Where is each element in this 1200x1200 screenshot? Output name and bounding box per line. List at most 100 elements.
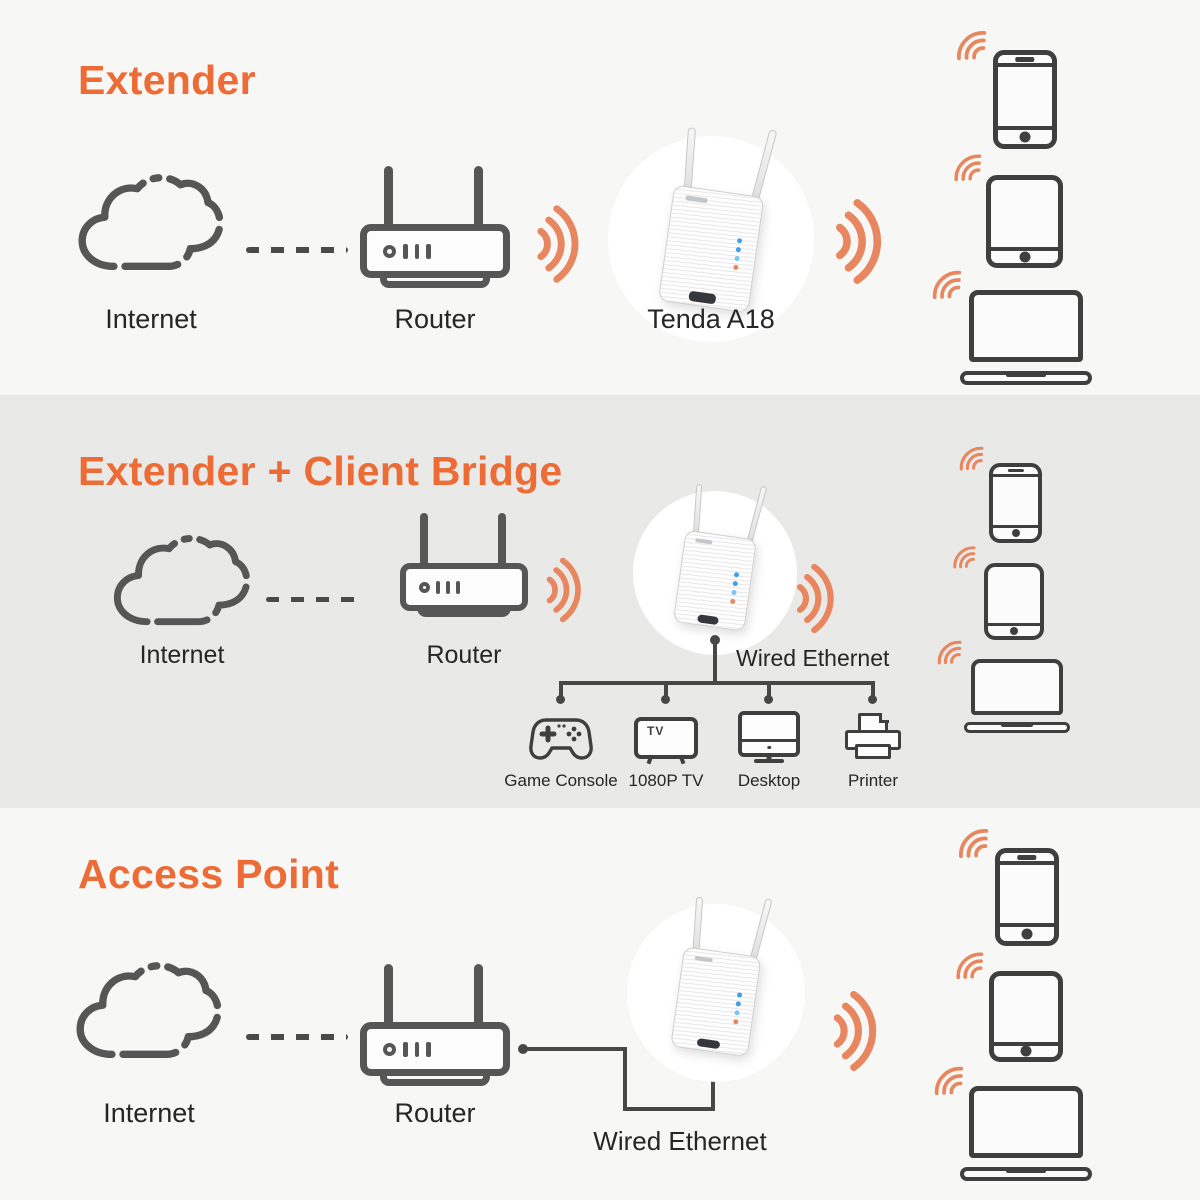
tenda-logo [694, 538, 713, 545]
wifi-waves-small-icon [937, 640, 962, 665]
connector-dot [556, 695, 565, 704]
extender-antenna [749, 129, 778, 207]
extender-photo-circle [627, 896, 805, 1082]
game-console-label: Game Console [504, 771, 618, 790]
desktop-icon [738, 711, 800, 763]
phone-home-button [1021, 928, 1033, 940]
wired-ethernet-label: Wired Ethernet [736, 645, 890, 671]
router-antenna [420, 513, 428, 569]
printer-label: Printer [847, 771, 899, 790]
tablet-icon [986, 175, 1063, 268]
extender-device-photo [657, 127, 778, 314]
wifi-waves-small-icon [954, 154, 982, 182]
internet-cloud-icon [108, 533, 256, 642]
tv-screen-text: TV [647, 724, 665, 738]
laptop-icon [960, 1086, 1092, 1181]
phone-speaker [1017, 855, 1037, 860]
tenda-logo [694, 955, 713, 963]
tablet-home-button [1019, 251, 1030, 263]
wifi-waves-icon [830, 198, 885, 285]
wired-ethernet-line [527, 1047, 623, 1051]
tablet-icon [989, 971, 1063, 1062]
tablet-icon [984, 563, 1044, 640]
wired-ethernet-label: Wired Ethernet [593, 1126, 767, 1156]
smartphone-icon [995, 848, 1059, 946]
connector-dot [710, 635, 720, 645]
laptop-icon [960, 290, 1092, 385]
dashed-wireless-link [246, 1034, 348, 1040]
dashed-wireless-link [246, 247, 348, 253]
phone-home-button [1019, 131, 1031, 143]
dashed-wireless-link [266, 597, 362, 602]
connector-dot [868, 695, 877, 704]
router-body [400, 563, 528, 611]
router-body [360, 224, 510, 278]
router-label: Router [394, 1098, 476, 1128]
desktop-label: Desktop [737, 771, 801, 790]
extender-ethernet-port [696, 1037, 721, 1050]
wifi-waves-icon [792, 563, 837, 634]
internet-cloud-icon [72, 172, 230, 288]
router-antenna [474, 166, 483, 232]
smartphone-icon [989, 463, 1042, 543]
extender-antenna [749, 898, 774, 965]
router-antenna [498, 513, 506, 569]
wifi-waves-small-icon [932, 270, 962, 300]
router-icon [360, 166, 510, 288]
tenda-logo [685, 195, 708, 204]
tv-label: 1080P TV [628, 771, 704, 790]
tv-icon: TV [634, 717, 698, 765]
extender-leds [732, 237, 743, 271]
phone-speaker [1015, 57, 1035, 62]
section-access-point-title: Access Point [78, 851, 340, 898]
tablet-home-button [1020, 1045, 1032, 1057]
router-label: Router [426, 641, 502, 669]
internet-label: Internet [105, 304, 197, 334]
router-body [360, 1022, 510, 1076]
router-led [419, 581, 430, 593]
wired-ethernet-bus [559, 681, 875, 685]
section-access-point: Access Point Internet Router Wired Ether… [0, 808, 1200, 1200]
internet-label: Internet [103, 1098, 195, 1128]
extender-photo-circle [608, 127, 814, 342]
connector-dot [661, 695, 670, 704]
internet-label: Internet [139, 641, 225, 669]
wifi-waves-small-icon [956, 30, 987, 61]
phone-speaker [1007, 468, 1024, 473]
extender-ethernet-port [688, 290, 717, 305]
wired-ethernet-line [713, 643, 717, 683]
router-icon [360, 964, 510, 1086]
router-led [383, 1042, 396, 1056]
router-antenna [384, 964, 393, 1030]
wifi-waves-icon [828, 990, 880, 1072]
laptop-icon [964, 659, 1070, 733]
router-icon [400, 513, 528, 617]
game-console-icon [528, 713, 594, 763]
printer-icon [845, 712, 901, 761]
wifi-waves-small-icon [953, 546, 976, 569]
section-extender-client-bridge: Extender + Client Bridge Internet Router [0, 395, 1200, 808]
connector-dot [764, 695, 773, 704]
phone-home-button [1011, 529, 1020, 538]
wifi-waves-small-icon [956, 952, 984, 980]
router-antenna [474, 964, 483, 1030]
extender-leds [730, 571, 740, 605]
extender-device-photo [672, 484, 768, 633]
extender-leds [733, 991, 743, 1025]
internet-cloud-icon [70, 960, 228, 1076]
extender-device-photo [670, 896, 774, 1058]
router-led [383, 244, 396, 258]
section-bridge-title: Extender + Client Bridge [78, 448, 563, 495]
router-antenna [384, 166, 393, 232]
router-label: Router [394, 304, 476, 334]
extender-photo-circle [633, 484, 797, 655]
tablet-home-button [1010, 626, 1018, 635]
wifi-waves-small-icon [959, 446, 984, 471]
wifi-waves-small-icon [958, 828, 989, 859]
wifi-waves-icon [532, 204, 582, 284]
connector-dot [518, 1044, 528, 1054]
section-extender: Extender Internet Router [0, 0, 1200, 395]
smartphone-icon [993, 50, 1057, 149]
extender-label: Tenda A18 [647, 304, 775, 334]
